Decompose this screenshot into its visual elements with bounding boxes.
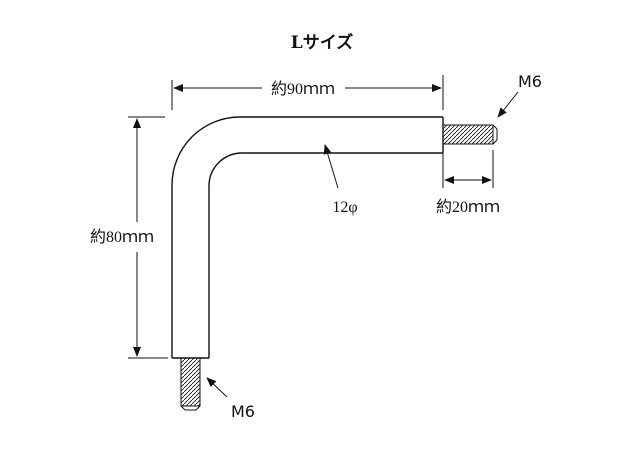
thread-right <box>442 124 498 145</box>
thread-length-label: 約20ｍｍ <box>436 198 500 216</box>
thread-bottom-label: M6 <box>231 402 255 421</box>
width-dimension-label: 約90ｍｍ <box>271 80 335 98</box>
diameter-label: 12φ <box>332 199 357 216</box>
dimension-width <box>171 75 444 110</box>
height-dimension-label: 約80ｍｍ <box>90 228 154 246</box>
bracket-outer-edge <box>171 116 443 358</box>
dimension-thread-length <box>442 150 494 188</box>
thread-right-leader-arrow <box>497 91 519 118</box>
bracket-inner-edge <box>208 152 443 358</box>
diameter-leader-arrow <box>323 144 339 189</box>
l-bracket-body <box>171 116 444 359</box>
dimension-height <box>128 116 168 359</box>
diagram-title: Lサイズ <box>291 32 353 53</box>
thread-bottom <box>180 357 201 411</box>
thread-bottom-leader-arrow <box>206 377 228 398</box>
thread-right-label: M6 <box>518 72 542 91</box>
